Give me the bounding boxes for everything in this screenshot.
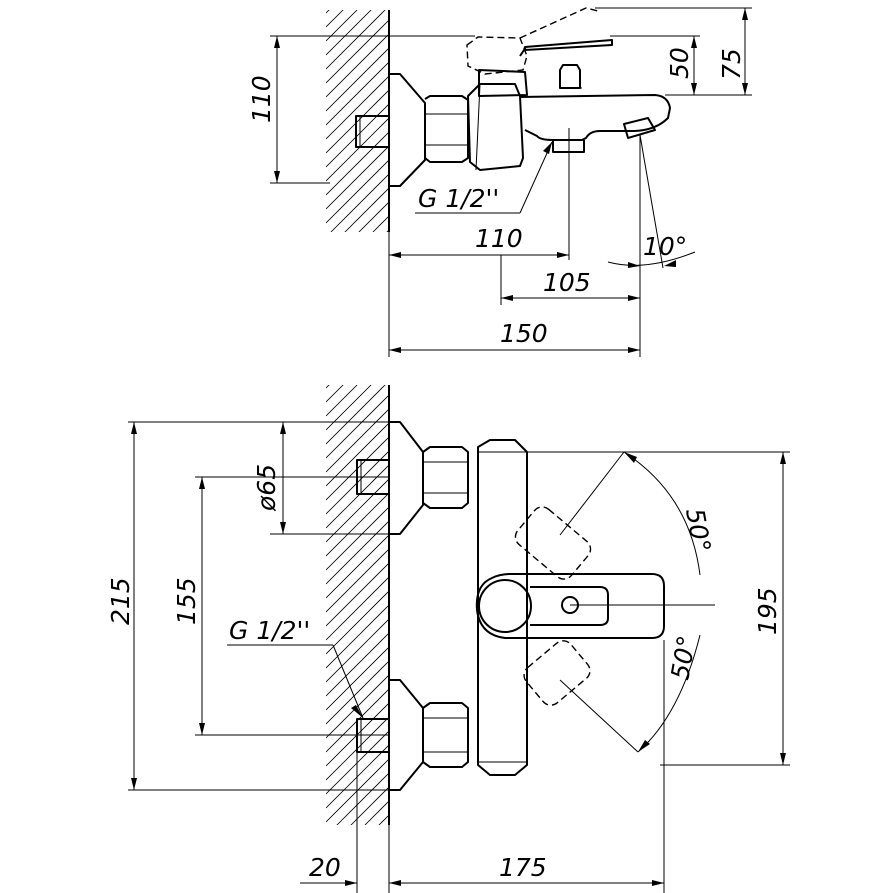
hatch-line: [344, 187, 389, 232]
hatch-line: [326, 548, 389, 613]
dim-150-text: 150: [500, 319, 548, 348]
angle-50-arcs: 50° 50°: [623, 451, 716, 753]
angle-50-lower-text: 50°: [665, 633, 701, 682]
dim-110-outlet-text: 110: [475, 224, 523, 253]
hatch-line: [326, 385, 386, 445]
hatch-line: [326, 660, 389, 725]
lever-open-position-top: [466, 36, 528, 75]
lever-alt-lower: [523, 640, 591, 706]
hatch-line: [326, 646, 389, 711]
dimension-215: 215: [106, 421, 400, 791]
thread-leader-bottom: G 1/2'': [227, 616, 364, 719]
dim-175-text: 175: [499, 853, 547, 882]
hex-nut-top: [424, 95, 469, 163]
hatch-line: [326, 674, 389, 739]
thread-label-top: G 1/2'': [418, 184, 499, 213]
hatch-line: [326, 145, 389, 210]
hatch-line: [326, 422, 389, 487]
hatch-line: [326, 385, 358, 417]
dim-20-text: 20: [309, 853, 341, 882]
wall-flange-top: [389, 73, 426, 187]
hatch-line: [326, 10, 330, 14]
hatch-line: [326, 131, 389, 196]
hatch-line: [330, 173, 389, 232]
hatch-line: [326, 89, 389, 154]
thread-label-bottom: G 1/2'': [229, 616, 310, 645]
hatch-line: [326, 10, 386, 70]
thread-pipe-top: [355, 115, 389, 148]
wall-hatch-top: [326, 10, 389, 349]
hatch-line: [326, 117, 389, 182]
wall-hatch-bottom: [326, 385, 389, 825]
front-view: 50° 50° ø65 215 155: [106, 385, 790, 893]
dimension-105: 105: [500, 135, 641, 357]
hatch-line: [326, 604, 389, 669]
dimension-150: 150: [389, 319, 640, 353]
dim-195-text: 195: [753, 587, 782, 635]
hatch-line: [326, 103, 389, 168]
dimension-20-175: 20 175: [300, 640, 665, 893]
hatch-line: [326, 408, 389, 473]
dim-50-text: 50: [665, 47, 694, 79]
dim-110-height-text: 110: [247, 75, 276, 123]
angle-10-text: 10°: [643, 232, 687, 261]
hatch-line: [326, 385, 330, 389]
mixer-body-front: [477, 439, 528, 776]
hatch-line: [358, 201, 389, 232]
hatch-line: [326, 478, 389, 543]
hatch-line: [372, 215, 389, 232]
side-view: 110 50 75 G 1/2'': [247, 7, 752, 357]
dim-75-text: 75: [717, 48, 746, 80]
dimension-110-height: 110: [247, 35, 475, 184]
hatch-line: [386, 229, 389, 232]
hatch-line: [326, 492, 389, 557]
hatch-line: [326, 520, 389, 585]
hatch-line: [326, 534, 389, 599]
hatch-line: [364, 800, 389, 825]
lever-alt-upper: [514, 506, 592, 580]
hatch-line: [326, 618, 389, 683]
hatch-line: [326, 576, 389, 641]
angle-50-upper-text: 50°: [680, 506, 716, 555]
lever-front: [475, 573, 665, 639]
hatch-line: [326, 562, 389, 627]
hatch-line: [326, 258, 389, 321]
hatch-line: [326, 506, 389, 571]
dimension-d65: ø65: [252, 421, 400, 535]
hatch-line: [326, 10, 358, 42]
hatch-line: [326, 10, 372, 56]
hatch-line: [326, 590, 389, 655]
thread-leader-top: G 1/2'': [415, 141, 553, 214]
hatch-line: [326, 75, 389, 140]
hatch-line: [326, 61, 389, 126]
dimension-50-75: 50 75: [595, 7, 752, 96]
dimension-155: 155: [172, 476, 390, 736]
hatch-line: [326, 272, 389, 335]
dim-105-text: 105: [543, 268, 591, 297]
hatch-line: [326, 10, 344, 28]
hatch-line: [326, 33, 389, 98]
angle-10-top: 10°: [607, 134, 696, 269]
hatch-line: [326, 159, 389, 224]
dimension-110-outlet: 110: [388, 128, 570, 357]
hatch-line: [326, 385, 344, 403]
dim-d65-text: ø65: [252, 464, 281, 512]
hatch-line: [326, 47, 389, 112]
dimension-195: 195: [527, 451, 790, 766]
dim-215-text: 215: [106, 577, 135, 625]
hatch-line: [326, 244, 389, 307]
hatch-line: [326, 286, 389, 349]
dim-155-text: 155: [172, 577, 201, 625]
hatch-line: [326, 632, 389, 697]
hatch-line: [326, 394, 389, 459]
hatch-line: [326, 19, 389, 84]
hatch-line: [326, 464, 389, 529]
hatch-line: [326, 385, 372, 431]
